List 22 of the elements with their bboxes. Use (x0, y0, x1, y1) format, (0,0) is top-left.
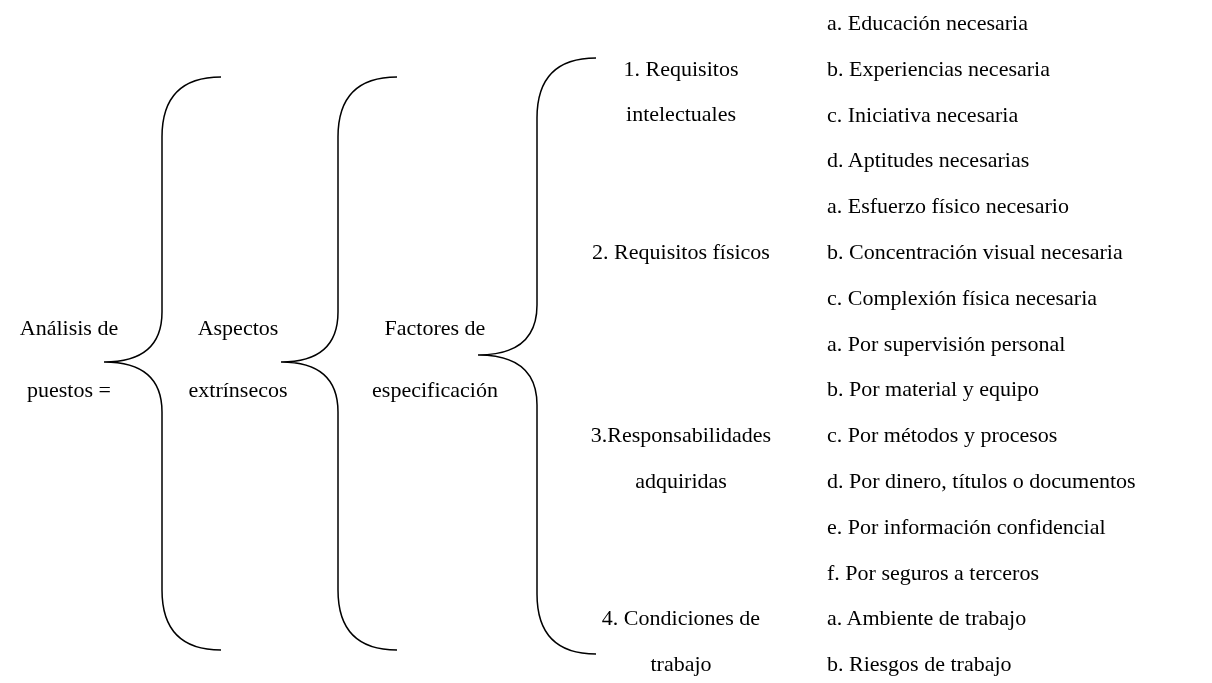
label-text: Análisis de puestos = (18, 314, 120, 404)
label-text: c. Iniciativa necesaria (827, 100, 1019, 129)
label-text: b. Por material y equipo (827, 375, 1039, 404)
label-text: d. Aptitudes necesarias (827, 146, 1030, 175)
label-text: b. Riesgos de trabajo (827, 650, 1012, 679)
label-text: a. Educación necesaria (827, 9, 1028, 37)
label-text: a. Por supervisión personal (827, 329, 1066, 358)
label-text: c. Por métodos y procesos (827, 421, 1058, 450)
label-text: a. Esfuerzo físico necesario (827, 192, 1069, 221)
label-text: Aspectos extrínsecos (187, 314, 289, 404)
label-text: b. Experiencias necesaria (827, 54, 1050, 83)
label-text: 3.Responsabilidades adquiridas (589, 421, 773, 495)
label-text: d. Por dinero, títulos o documentos (827, 467, 1136, 495)
label-text: b. Concentración visual necesaria (827, 238, 1123, 266)
label-text: f. Por seguros a terceros (827, 558, 1039, 587)
label-text: a. Ambiente de trabajo (827, 604, 1027, 633)
label-text: Factores de especificación (371, 314, 499, 404)
label-text: e. Por información confidencial (827, 512, 1106, 541)
label-text: 1. Requisitos intelectuales (622, 54, 740, 129)
label-text: 2. Requisitos físicos (591, 238, 771, 266)
label-text: 4. Condiciones de trabajo (600, 604, 762, 679)
label-text: c. Complexión física necesaria (827, 283, 1097, 312)
